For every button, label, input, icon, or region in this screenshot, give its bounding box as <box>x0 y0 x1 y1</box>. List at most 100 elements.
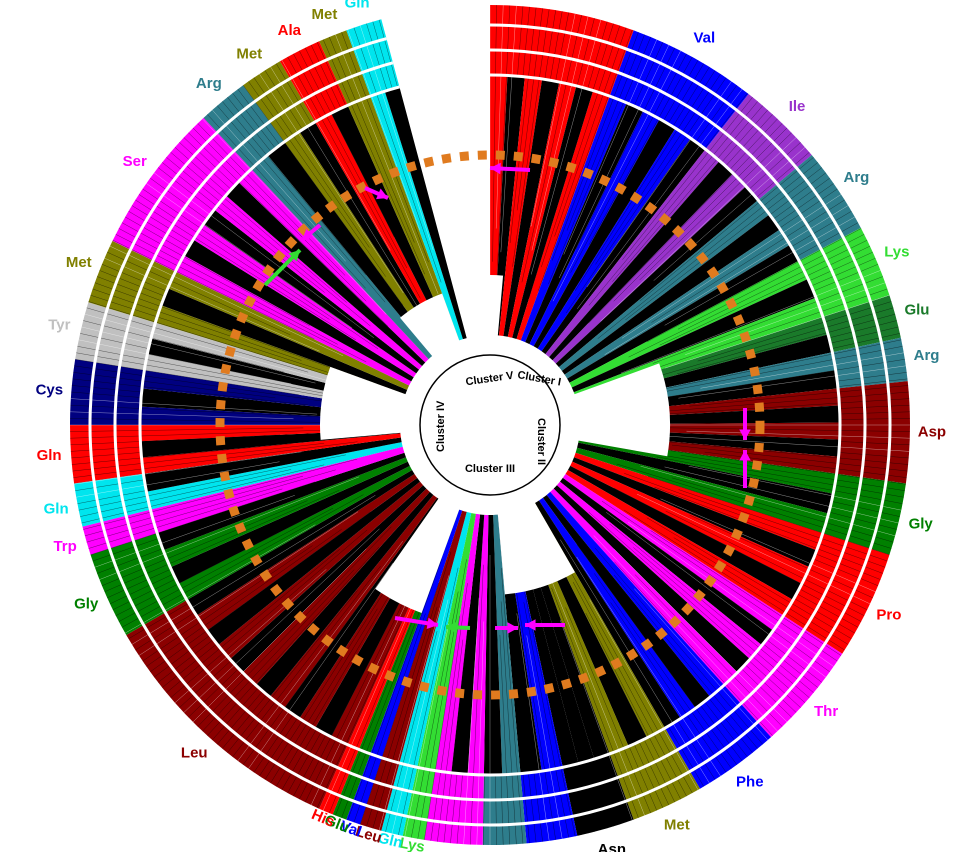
branch-line <box>411 591 459 838</box>
branch-line <box>660 498 876 593</box>
branch-line <box>81 464 325 524</box>
branch-line <box>329 36 415 243</box>
branch-line <box>560 620 633 821</box>
amino-acid-label: Val <box>693 29 715 46</box>
arrow-head <box>446 621 457 634</box>
branch-line <box>652 276 883 364</box>
branch-line <box>469 564 484 845</box>
branch-line <box>664 216 855 326</box>
branch-line <box>166 548 341 693</box>
branch-line <box>582 63 705 269</box>
branch-line <box>259 585 385 777</box>
amino-acid-label: Gly <box>909 515 934 532</box>
branch-line <box>656 456 903 504</box>
branch-line <box>476 621 485 845</box>
branch-line <box>651 199 845 323</box>
branch-line <box>118 228 338 345</box>
amino-acid-labels: AlaValIleArgLysGluArgAspGlyProThrPheMetA… <box>36 0 947 852</box>
branch-line <box>664 466 899 524</box>
branch-line <box>569 594 670 806</box>
branch-line <box>71 391 285 410</box>
branch-line <box>270 66 420 311</box>
branch-line <box>609 251 873 372</box>
branch-line <box>456 630 475 844</box>
clade-wedge <box>280 41 348 122</box>
branch-line <box>385 631 438 832</box>
orange-dotted-circle <box>215 150 765 700</box>
center-whitespace <box>320 275 670 613</box>
tree-segment <box>157 452 406 551</box>
branch-line <box>146 183 353 329</box>
clade-wedge <box>319 30 371 106</box>
branch-line <box>499 634 511 845</box>
branch-line <box>585 612 681 800</box>
branch-line <box>125 524 316 634</box>
branch-line <box>572 581 687 797</box>
branch-line <box>541 25 621 268</box>
branch-line <box>565 607 651 814</box>
branch-line <box>506 557 543 842</box>
tree-segment <box>553 485 751 673</box>
branch-line <box>684 501 881 580</box>
branch-line <box>639 157 814 302</box>
tree-segment <box>161 288 408 395</box>
branch-line <box>293 53 408 269</box>
branch-line <box>264 70 388 264</box>
branch-line <box>560 539 710 784</box>
branch-line <box>639 132 792 281</box>
branch-line <box>523 557 595 832</box>
branch-line <box>653 427 910 432</box>
amino-acid-label: Met <box>664 817 690 834</box>
amino-acid-label: Thr <box>814 703 838 720</box>
branch-line <box>588 511 806 703</box>
branch-line <box>678 365 906 399</box>
clade-wedge <box>126 600 348 809</box>
branch-line <box>104 489 340 593</box>
branch-line <box>595 73 721 265</box>
branch-line <box>612 105 763 282</box>
amino-acid-label: Asn <box>598 841 626 852</box>
branch-line <box>270 608 378 784</box>
branch-line <box>523 602 569 838</box>
branch-line <box>529 590 589 834</box>
branch-line <box>509 7 537 244</box>
branch-line <box>71 443 291 465</box>
arrow-head <box>739 450 751 461</box>
branch-line <box>633 547 810 698</box>
amino-acid-label: Val <box>338 818 364 841</box>
branch-line <box>121 222 310 327</box>
branch-line <box>341 32 429 263</box>
branch-line <box>80 469 292 517</box>
amino-acid-label: Gln <box>37 447 62 464</box>
branch-line <box>232 92 386 290</box>
branch-line <box>341 589 429 818</box>
branch-line <box>76 352 356 402</box>
branch-line <box>174 569 327 703</box>
amino-acid-label: Cys <box>36 381 64 398</box>
branch-line <box>634 560 797 713</box>
branch-line <box>97 276 326 364</box>
tree-gap <box>496 485 575 595</box>
branch-line <box>483 588 488 845</box>
branch-line <box>146 529 342 667</box>
branch-line <box>558 44 670 279</box>
branch-line <box>629 431 910 446</box>
branch-line <box>634 574 783 727</box>
clade-wedge <box>74 473 151 527</box>
branch-line <box>627 521 834 667</box>
branch-line <box>516 613 550 841</box>
branch-line <box>142 545 313 662</box>
branch-line <box>654 486 883 574</box>
amino-acid-label: Arg <box>196 75 222 92</box>
branch-line <box>542 21 608 244</box>
branch-line <box>437 639 464 842</box>
branch-line <box>530 13 576 227</box>
tree-segment <box>435 513 481 773</box>
branch-line <box>597 162 818 339</box>
clade-wedge <box>482 773 527 845</box>
branch-line <box>335 619 414 816</box>
amino-acid-label: Gly <box>74 596 99 613</box>
branch-line <box>192 548 367 723</box>
branch-line <box>492 611 497 845</box>
branch-line <box>704 451 907 478</box>
